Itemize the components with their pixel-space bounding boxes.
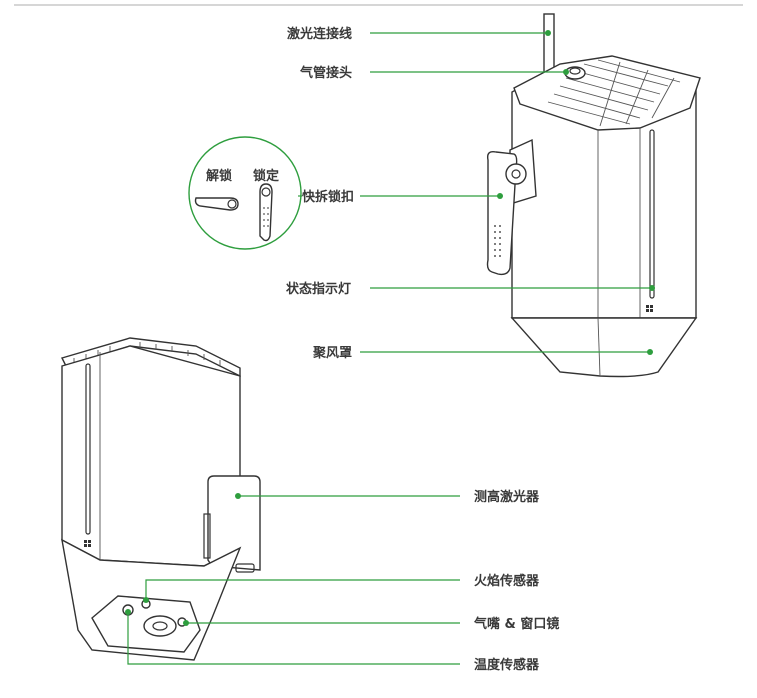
locked-latch-dots [263,207,269,227]
laser-window [235,563,255,573]
lower-unit-illustration [60,337,261,661]
label-laser-cable: 激光连接线 [287,26,352,42]
unlocked-latch-drawing [194,197,239,211]
latch-grip-dots [494,225,501,257]
inset-lock-label: 锁定 [253,168,279,184]
label-air-hood: 聚风罩 [312,346,352,361]
label-air-fitting: 气管接头 [300,65,352,81]
inset-unlock-label: 解锁 [205,168,232,184]
upper-unit-illustration [486,13,701,378]
lid-ribs [547,59,681,127]
latch-inset: 解锁 锁定 [188,136,302,250]
upper-leaders [298,30,655,355]
label-nozzle-window: 气嘴 & 窗口镜 [474,616,559,632]
lower-leaders [125,493,460,665]
label-height-laser: 测高激光器 [474,489,540,505]
lower-labels: 测高激光器 火焰传感器 气嘴 & 窗口镜 温度传感器 [474,489,559,673]
lower-status-slot [85,363,91,535]
nozzle-hole [152,621,168,631]
locked-latch-pivot [261,187,271,197]
latch-pivot-hole [511,169,521,179]
nozzle-drawing [143,615,177,637]
label-flame-sensor: 火焰传感器 [474,573,540,589]
unlocked-latch-pivot [227,199,237,209]
label-status-light: 状态指示灯 [286,281,351,297]
height-laser-drawing [207,475,261,571]
label-quick-release: 快拆锁扣 [302,189,354,205]
hood-edge [597,317,601,377]
upper-labels: 激光连接线 气管接头 快拆锁扣 状态指示灯 聚风罩 [286,26,354,361]
logo-mark [646,305,653,312]
inset-circle [188,136,302,250]
air-fitting-hole [569,67,581,75]
laser-mount [203,513,211,559]
air-hood-drawing [510,317,698,378]
label-temp-sensor: 温度传感器 [474,657,540,673]
status-light-slot [649,129,655,299]
locked-latch-drawing [259,183,273,242]
latch-pivot [505,163,527,185]
lower-logo-mark [84,540,91,547]
